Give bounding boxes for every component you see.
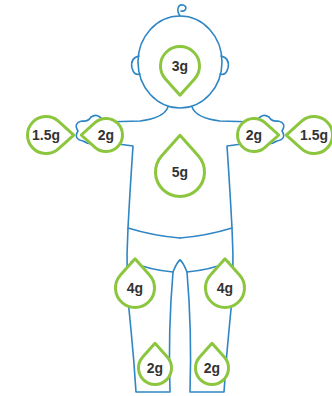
- weight-drop: 2g: [236, 117, 272, 153]
- weight-drop: 5g: [154, 146, 206, 198]
- weight-drop: 1.5g: [26, 115, 66, 155]
- weight-drop: 2g: [88, 117, 124, 153]
- weight-drop: 2g: [194, 350, 230, 386]
- weight-drop: 2g: [137, 350, 173, 386]
- weight-label: 5g: [172, 164, 188, 180]
- weight-drop: 4g: [114, 267, 156, 309]
- weight-label: 4g: [127, 280, 143, 296]
- weight-drop: 1.5g: [294, 115, 332, 155]
- weight-label: 4g: [217, 280, 233, 296]
- weight-label: 2g: [204, 360, 220, 376]
- weight-label: 1.5g: [300, 127, 328, 143]
- weight-label: 2g: [246, 127, 262, 143]
- weight-drop: 3g: [159, 45, 201, 87]
- weight-label: 3g: [172, 58, 188, 74]
- weight-drop: 4g: [204, 267, 246, 309]
- weight-label: 2g: [98, 127, 114, 143]
- weight-label: 2g: [147, 360, 163, 376]
- weight-label: 1.5g: [32, 127, 60, 143]
